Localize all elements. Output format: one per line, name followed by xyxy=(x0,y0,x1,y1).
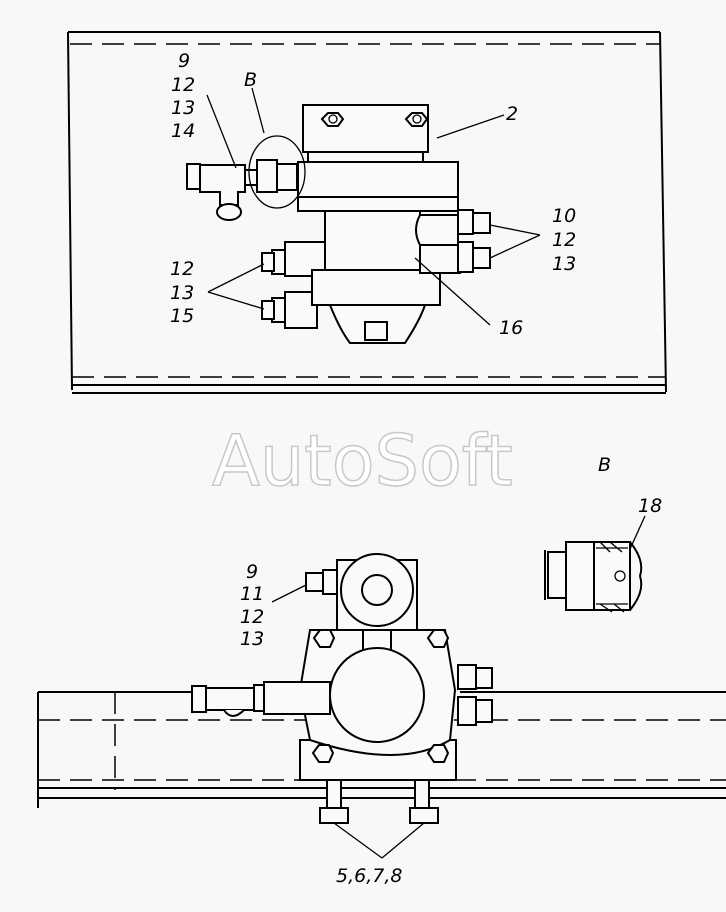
callout-13: 13 xyxy=(552,253,576,275)
callout-bolts: 5,6,7,8 xyxy=(336,865,402,887)
nut-icon xyxy=(426,629,450,648)
detail-b-view: B 18 xyxy=(544,454,662,613)
callout-9: 9 xyxy=(178,50,190,72)
callout-13: 13 xyxy=(170,282,194,304)
callout-2: 2 xyxy=(506,103,518,125)
detail-title: B xyxy=(598,454,611,476)
detail-b-circle xyxy=(248,135,306,209)
detail-marker: B xyxy=(244,69,257,91)
callout-12: 12 xyxy=(171,74,195,96)
nut-icon xyxy=(312,629,336,648)
callout-14: 14 xyxy=(171,120,195,142)
callout-16: 16 xyxy=(499,317,523,339)
bottom-leaders xyxy=(271,584,425,859)
nut-icon xyxy=(404,112,429,127)
callout-12: 12 xyxy=(170,258,194,280)
callout-13: 13 xyxy=(171,97,195,119)
callout-10: 10 xyxy=(552,205,576,227)
valve-bottom-view xyxy=(191,553,493,824)
top-frame-rail xyxy=(67,31,667,394)
callout-12: 12 xyxy=(240,606,264,628)
callout-18: 18 xyxy=(638,495,662,517)
nut-icon xyxy=(320,112,345,127)
top-leaders xyxy=(206,87,541,326)
callout-12: 12 xyxy=(552,229,576,251)
valve-top-view xyxy=(186,104,491,344)
callout-15: 15 xyxy=(170,305,194,327)
top-labels: 9 12 13 14 B 2 10 12 13 12 13 15 16 xyxy=(170,50,576,339)
callout-11: 11 xyxy=(240,583,264,605)
watermark: AutoSoft xyxy=(212,420,513,502)
bottom-labels: 9 11 12 13 5,6,7,8 xyxy=(240,561,402,887)
callout-13: 13 xyxy=(240,628,264,650)
nut-icon xyxy=(426,744,450,763)
nut-icon xyxy=(311,744,335,763)
callout-9: 9 xyxy=(246,561,258,583)
